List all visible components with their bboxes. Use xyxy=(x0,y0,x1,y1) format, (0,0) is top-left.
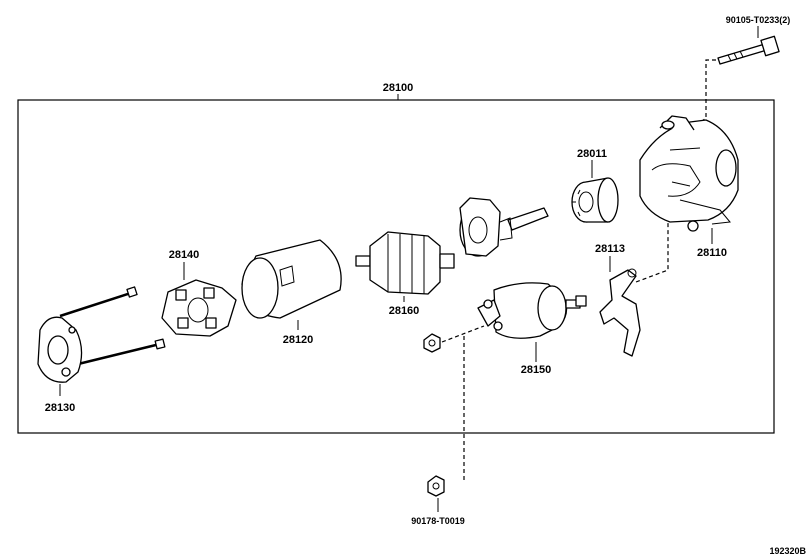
planetary-shaft-part[interactable] xyxy=(459,197,549,257)
assembly-frame xyxy=(17,99,775,434)
bolt-part[interactable] xyxy=(717,35,780,65)
label-yoke[interactable]: 28120 xyxy=(283,334,314,346)
through-bolts-part[interactable] xyxy=(59,286,166,368)
label-bolt[interactable]: 90105-T0233(2) xyxy=(726,15,791,25)
nut-upper-hole xyxy=(428,339,436,347)
nut-to-solenoid-dashed xyxy=(441,325,485,343)
starter-housing-part[interactable] xyxy=(639,115,739,232)
label-lever[interactable]: 28113 xyxy=(595,243,625,255)
nut-upper-part[interactable] xyxy=(423,333,441,353)
end-frame-part[interactable] xyxy=(37,316,83,383)
label-end-frame[interactable]: 28130 xyxy=(45,402,76,414)
label-pinion-clutch[interactable]: 28011 xyxy=(577,148,607,160)
label-solenoid[interactable]: 28150 xyxy=(521,364,552,376)
lever-dashed-path xyxy=(635,222,669,283)
label-nut[interactable]: 90178-T0019 xyxy=(411,516,465,526)
armature-part[interactable] xyxy=(355,231,455,295)
assembly-label[interactable]: 28100 xyxy=(383,82,414,94)
shift-lever-part[interactable] xyxy=(599,268,641,357)
brush-holder-part[interactable] xyxy=(161,279,237,337)
pinion-clutch-part[interactable] xyxy=(571,177,619,223)
bolt-dashed-path xyxy=(689,59,716,131)
label-housing[interactable]: 28110 xyxy=(697,247,727,259)
nut-part[interactable] xyxy=(427,475,445,497)
label-armature[interactable]: 28160 xyxy=(389,305,420,317)
figure-code: 192320B xyxy=(769,546,806,556)
solenoid-part[interactable] xyxy=(477,282,587,339)
label-brush-holder[interactable]: 28140 xyxy=(169,249,200,261)
yoke-part[interactable] xyxy=(241,239,342,319)
nut-hole xyxy=(432,482,440,490)
